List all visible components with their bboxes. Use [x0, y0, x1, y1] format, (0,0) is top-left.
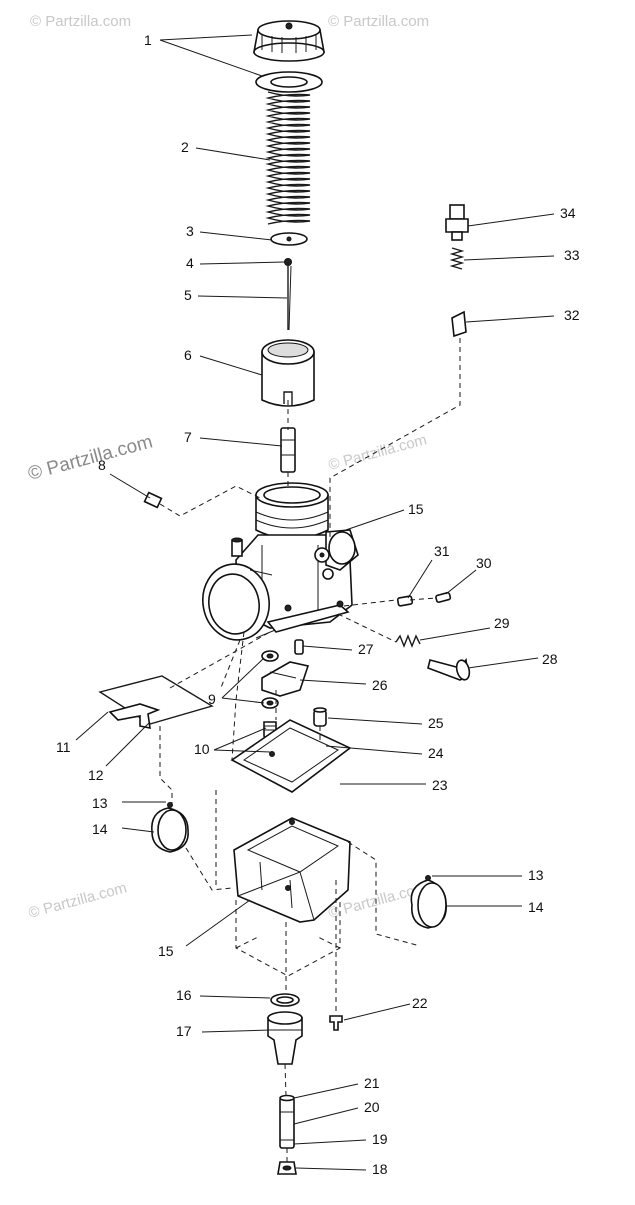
callout-1: 1: [144, 32, 152, 48]
part-jet-needle: [287, 265, 292, 331]
callout-16: 16: [176, 987, 192, 1003]
part-spring: [265, 91, 311, 225]
callout-17: 17: [176, 1023, 192, 1039]
part-main-jet: [277, 1161, 297, 1175]
watermark-center-left: © Partzilla.com: [26, 431, 155, 484]
callout-13-left: 13: [92, 795, 108, 811]
callout-30: 30: [476, 555, 492, 571]
part-pilot-screw: [143, 491, 163, 509]
callout-labels: 1 2 3 4 5 6 7 8 15 31 30 29 28 27 26 9 2…: [56, 32, 580, 1177]
callout-5: 5: [184, 287, 192, 303]
part-float-pin-screw: [294, 639, 304, 655]
part-idle-screw: [435, 591, 452, 604]
part-retainer-plate: [270, 232, 308, 246]
callout-6: 6: [184, 347, 192, 363]
part-bowl-screw: [329, 1015, 343, 1031]
watermark-top-right: © Partzilla.com: [328, 13, 429, 30]
part-adjuster-spring: [449, 247, 465, 270]
callout-3: 3: [186, 223, 194, 239]
part-washer: [255, 71, 323, 93]
part-carb-body: [202, 482, 359, 641]
callout-20: 20: [364, 1099, 380, 1115]
callout-29: 29: [494, 615, 510, 631]
callout-14-right: 14: [528, 899, 544, 915]
watermark-center-right: © Partzilla.com: [327, 431, 429, 474]
part-bowl-o-ring: [270, 993, 300, 1007]
callout-18: 18: [372, 1161, 388, 1177]
part-throttle-stop-spring: [395, 634, 421, 648]
callout-21: 21: [364, 1075, 380, 1091]
watermarks: © Partzilla.com © Partzilla.com © Partzi…: [26, 13, 429, 922]
part-float-bowl: [233, 817, 351, 923]
callout-34: 34: [560, 205, 576, 221]
callout-15-top: 15: [408, 501, 424, 517]
part-o-rings: [261, 650, 279, 709]
callout-26: 26: [372, 677, 388, 693]
part-throttle-stop-screw: [427, 657, 471, 681]
part-needle-tube: [279, 1094, 295, 1149]
callout-25: 25: [428, 715, 444, 731]
part-idle-screw-spring: [396, 595, 414, 607]
callout-14-left: 14: [92, 821, 108, 837]
part-cap: [253, 20, 325, 62]
callout-7: 7: [184, 429, 192, 445]
callout-4: 4: [186, 255, 194, 271]
part-cable-adjuster: [445, 204, 469, 241]
callout-10: 10: [194, 741, 210, 757]
callout-33: 33: [564, 247, 580, 263]
part-adjuster-nut: [451, 310, 467, 338]
leader-lines: [75, 34, 555, 1171]
part-drain-plug: [267, 1011, 303, 1065]
callout-12: 12: [88, 767, 104, 783]
callout-15-bowl: 15: [158, 943, 174, 959]
part-needle-jet: [280, 427, 296, 473]
part-float-arm: [261, 661, 310, 697]
callout-32: 32: [564, 307, 580, 323]
part-float-left: [151, 802, 189, 853]
watermark-top-left: © Partzilla.com: [30, 13, 131, 30]
callout-2: 2: [181, 139, 189, 155]
callout-11: 11: [56, 739, 71, 755]
callout-19: 19: [372, 1131, 388, 1147]
callout-24: 24: [428, 745, 444, 761]
callout-28: 28: [542, 651, 558, 667]
part-throttle-slide: [261, 339, 315, 407]
part-bracket-plate: [98, 675, 214, 730]
part-float-right: [410, 875, 447, 929]
callout-31: 31: [434, 543, 450, 559]
callout-13-right: 13: [528, 867, 544, 883]
callout-9: 9: [208, 691, 216, 707]
callout-22: 22: [412, 995, 428, 1011]
part-float-bowl-gasket: [230, 719, 352, 793]
part-clip: [284, 258, 292, 266]
part-jet-holder: [313, 707, 327, 727]
watermark-lower-left: © Partzilla.com: [27, 879, 129, 922]
assembly-lines: [159, 338, 461, 1162]
callout-23: 23: [432, 777, 448, 793]
callout-8: 8: [98, 457, 106, 473]
callout-27: 27: [358, 641, 374, 657]
